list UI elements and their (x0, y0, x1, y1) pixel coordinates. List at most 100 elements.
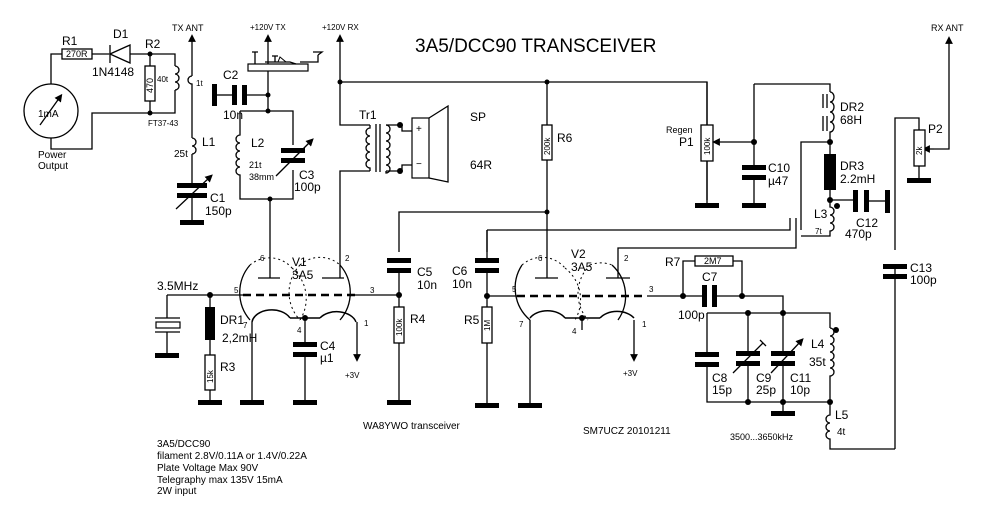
ground-symbol (695, 203, 719, 208)
r1-ref: R1 (62, 34, 78, 48)
note-line: 3A5/DCC90 (157, 439, 211, 450)
c12-value: 470p (845, 227, 872, 241)
c13-ref: C13 (910, 261, 932, 275)
v2-pin-7: 7 (519, 320, 524, 329)
c8-value: 15p (712, 383, 732, 397)
v1-pin-4: 4 (297, 326, 302, 335)
ground-symbol (518, 403, 542, 408)
speaker-plus: + (416, 124, 422, 135)
note-line: Plate Voltage Max 90V (157, 463, 259, 474)
ground-symbol (742, 203, 766, 208)
r3-ref: R3 (220, 360, 236, 374)
c2-ref: C2 (223, 68, 239, 82)
c5-value: 10n (417, 278, 437, 292)
v2-pin-3: 3 (649, 285, 654, 294)
r6-value: 200k (543, 137, 552, 155)
d1-ref: D1 (113, 27, 129, 41)
v2-pin-5: 5 (512, 285, 517, 294)
ground-symbol (240, 400, 264, 405)
c12-ref: C12 (856, 216, 878, 230)
frequency-range: 3500...3650kHz (730, 432, 794, 442)
crystal-icon (155, 317, 181, 333)
r4-value: 100k (395, 318, 404, 336)
dr1-value: 2,2mH (222, 331, 257, 345)
v3-label-v2: +3V (623, 369, 638, 378)
r6-ref: R6 (557, 131, 573, 145)
tr1-ref: Tr1 (359, 108, 377, 122)
v1-pin-2: 2 (345, 254, 350, 263)
r1-value: 270R (66, 49, 88, 59)
p1-value: 100k (703, 137, 712, 155)
c11-value: 10p (790, 383, 810, 397)
power-output-caption-2: Output (38, 161, 68, 172)
tx-ant-label: TX ANT (172, 23, 204, 33)
l2-ref: L2 (251, 136, 265, 150)
c3-value: 100p (294, 180, 321, 194)
l5-ref: L5 (835, 408, 849, 422)
p1-ref: P1 (679, 135, 694, 149)
ft-secondary-turns: 1t (196, 79, 203, 88)
c10-ref: C10 (768, 161, 790, 175)
p1-name: Regen (666, 125, 693, 135)
l2-diameter: 38mm (249, 172, 274, 182)
l3-value: 7t (815, 227, 822, 236)
sp-ref: SP (470, 110, 486, 124)
r7-value: 2M7 (704, 256, 722, 266)
choke-dr3 (824, 154, 836, 190)
c6-value: 10n (452, 277, 472, 291)
ground-symbol (293, 400, 317, 405)
speaker-icon: + − (411, 104, 449, 183)
r4-ref: R4 (410, 312, 426, 326)
power-output-caption-1: Power (38, 150, 67, 161)
notes-block: 3A5/DCC90 filament 2.8V/0.11A or 1.4V/0.… (157, 439, 307, 497)
v120-rx-label: +120V RX (322, 23, 359, 32)
c9-value: 25p (756, 383, 776, 397)
r2-ref: R2 (145, 37, 161, 51)
rx-ant-label: RX ANT (931, 23, 964, 33)
resistor-r7 (694, 255, 734, 267)
ft-core: FT37-43 (148, 119, 179, 128)
note-line: 2W input (157, 486, 197, 497)
v2-value: 3A5 (571, 260, 593, 274)
l4-value: 35t (809, 355, 826, 369)
ground-symbol (155, 353, 179, 358)
speaker-minus: − (416, 159, 422, 170)
v1-value: 3A5 (292, 268, 314, 282)
meter-label: 1mA (38, 109, 59, 120)
crystal-frequency: 3.5MHz (157, 279, 198, 293)
v2-ref: V2 (571, 247, 586, 261)
dr3-ref: DR3 (840, 159, 864, 173)
c7-value: 100p (678, 308, 705, 322)
diagram-title: 3A5/DCC90 TRANSCEIVER (415, 36, 656, 57)
ground-symbol (180, 220, 204, 225)
c7-ref: C7 (702, 270, 718, 284)
ground-symbol (198, 400, 222, 405)
r3-value: 15k (206, 369, 215, 383)
r2-value: 470 (145, 78, 155, 93)
v1-pin-5: 5 (234, 286, 239, 295)
dr2-ref: DR2 (840, 100, 864, 114)
c13-value: 100p (910, 273, 937, 287)
v120-tx-label: +120V TX (250, 23, 286, 32)
r5-value: 1M (483, 320, 492, 331)
v2-pin-2: 2 (624, 254, 629, 263)
ft-primary-turns: 40t (157, 75, 169, 84)
c3-ref: C3 (299, 168, 315, 182)
note-line: Telegraphy max 135V 15mA (157, 475, 283, 486)
c5-ref: C5 (417, 265, 433, 279)
p2-ref: P2 (928, 122, 943, 136)
dr1-ref: DR1 (220, 313, 244, 327)
v2-pin-4: 4 (572, 327, 577, 336)
credit-wa8ywo: WA8YWO transceiver (363, 421, 461, 432)
l4-ref: L4 (811, 337, 825, 351)
morse-key-icon[interactable] (247, 51, 324, 72)
l2-turns: 21t (249, 160, 262, 170)
c1-value: 150p (205, 204, 232, 218)
dr3-value: 2.2mH (840, 172, 875, 186)
c2-ground-plate (212, 84, 217, 106)
transformer-tr1 (365, 124, 391, 174)
ground-symbol (475, 403, 499, 408)
c2-value: 10n (223, 108, 243, 122)
c4-value: µ1 (320, 351, 334, 365)
